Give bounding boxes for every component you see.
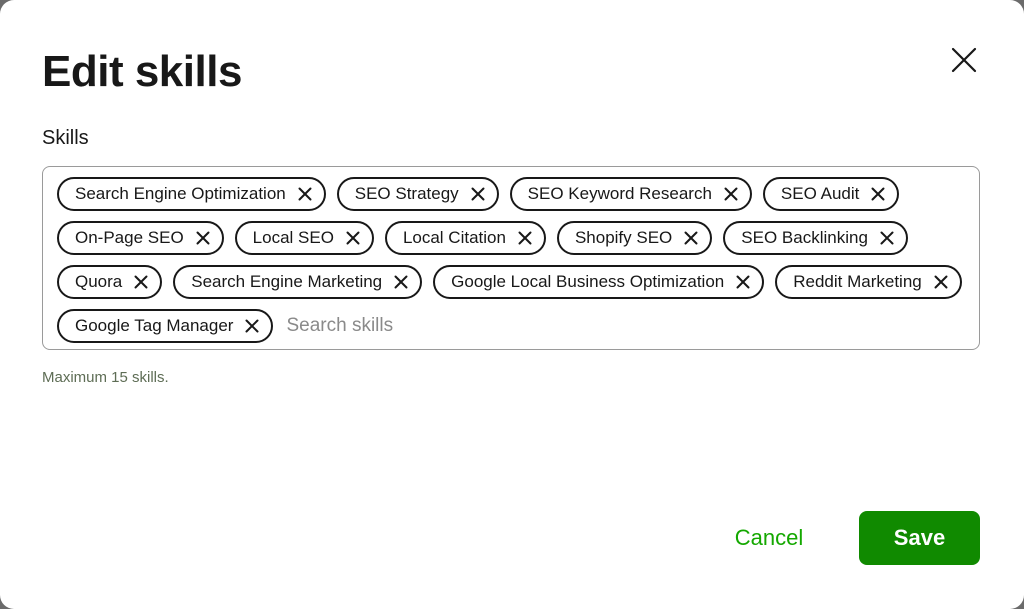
skill-chip[interactable]: SEO Keyword Research <box>509 177 752 211</box>
close-icon <box>470 186 486 202</box>
search-skills-input[interactable] <box>284 310 489 342</box>
close-icon <box>133 274 149 290</box>
skill-chip-label: SEO Audit <box>780 184 860 203</box>
skill-chip[interactable]: On-Page SEO <box>57 221 224 255</box>
close-icon <box>244 318 260 334</box>
max-skills-hint: Maximum 15 skills. <box>42 369 169 386</box>
remove-skill-button[interactable] <box>390 271 412 293</box>
skill-chip[interactable]: Search Engine Optimization <box>57 177 326 211</box>
cancel-button[interactable]: Cancel <box>720 512 818 564</box>
close-icon <box>723 186 739 202</box>
skill-chip-label: On-Page SEO <box>75 228 184 247</box>
remove-skill-button[interactable] <box>930 271 952 293</box>
close-icon <box>297 186 313 202</box>
skill-chip-label: SEO Strategy <box>354 184 459 203</box>
skill-chip-label: SEO Keyword Research <box>527 184 712 203</box>
skill-chip[interactable]: Shopify SEO <box>556 221 713 255</box>
close-icon <box>517 230 533 246</box>
remove-skill-button[interactable] <box>732 271 754 293</box>
save-button[interactable]: Save <box>859 511 980 565</box>
skill-chip-label: Shopify SEO <box>574 228 673 247</box>
skill-chip-label: Google Local Business Optimization <box>451 272 725 291</box>
skill-chip[interactable]: Local SEO <box>234 221 374 255</box>
dialog-title: Edit skills <box>42 47 242 96</box>
remove-skill-button[interactable] <box>342 227 364 249</box>
skill-chip-label: Google Tag Manager <box>75 316 234 335</box>
remove-skill-button[interactable] <box>130 271 152 293</box>
close-icon <box>944 40 984 80</box>
skill-chip[interactable]: Reddit Marketing <box>775 265 962 299</box>
skill-chip[interactable]: Quora <box>57 265 163 299</box>
skill-chip[interactable]: Local Citation <box>384 221 546 255</box>
close-icon <box>345 230 361 246</box>
skill-chip[interactable]: Google Tag Manager <box>57 309 274 343</box>
close-icon <box>683 230 699 246</box>
skill-chip-label: Search Engine Marketing <box>191 272 383 291</box>
skill-chip[interactable]: Search Engine Marketing <box>173 265 423 299</box>
close-icon <box>879 230 895 246</box>
remove-skill-button[interactable] <box>867 183 889 205</box>
skill-chip-label: Quora <box>75 272 123 291</box>
skill-chip-label: Local Citation <box>402 228 506 247</box>
remove-skill-button[interactable] <box>514 227 536 249</box>
remove-skill-button[interactable] <box>192 227 214 249</box>
skill-chip[interactable]: SEO Audit <box>762 177 900 211</box>
remove-skill-button[interactable] <box>467 183 489 205</box>
close-icon <box>870 186 886 202</box>
skill-chip[interactable]: SEO Backlinking <box>723 221 908 255</box>
close-button[interactable] <box>944 40 984 80</box>
close-icon <box>195 230 211 246</box>
skills-label: Skills <box>42 127 89 149</box>
remove-skill-button[interactable] <box>241 315 263 337</box>
skill-chip[interactable]: Google Local Business Optimization <box>433 265 765 299</box>
skill-chip[interactable]: SEO Strategy <box>336 177 499 211</box>
skill-chip-label: SEO Backlinking <box>741 228 868 247</box>
close-icon <box>735 274 751 290</box>
skill-chip-label: Search Engine Optimization <box>75 184 286 203</box>
remove-skill-button[interactable] <box>720 183 742 205</box>
skill-chip-label: Reddit Marketing <box>793 272 922 291</box>
remove-skill-button[interactable] <box>294 183 316 205</box>
close-icon <box>393 274 409 290</box>
remove-skill-button[interactable] <box>876 227 898 249</box>
skill-chip-label: Local SEO <box>252 228 334 247</box>
remove-skill-button[interactable] <box>680 227 702 249</box>
close-icon <box>933 274 949 290</box>
